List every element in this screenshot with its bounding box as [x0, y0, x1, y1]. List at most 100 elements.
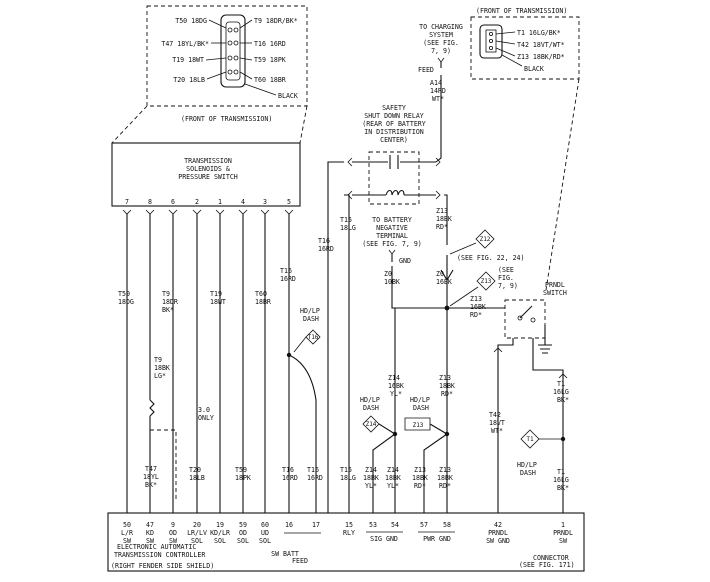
z12-splice: Z12 (SEE FIG. 22, 24): [449, 229, 525, 262]
label-t9: T9: [162, 290, 170, 298]
label-t1-mid: T1: [557, 380, 565, 388]
svg-text:HD/LP: HD/LP: [517, 461, 537, 469]
svg-text:Z14: Z14: [365, 466, 377, 474]
svg-text:RD*: RD*: [470, 311, 482, 319]
controller-pin-label: SW: [169, 537, 177, 545]
svg-text:RD*: RD*: [436, 223, 448, 231]
controller-pin-15: 15: [345, 521, 353, 529]
transmission-controller: 50L/RSW47KDSW9ODSW20LR/LVSOL19KD/LRSOL59…: [107, 512, 585, 572]
top-connector-detail: T50 18DG T47 18YL/BK* T19 18WT T20 18LB …: [146, 5, 308, 107]
label-t42: T42: [489, 411, 501, 419]
svg-text:16RD: 16RD: [307, 474, 323, 482]
label-t16-top: T16: [318, 237, 330, 245]
svg-text:Z12: Z12: [480, 236, 491, 243]
charging-feed: TO CHARGING SYSTEM (SEE FIG. 7, 9) FEED …: [418, 23, 463, 150]
controller-pin-label: LR/LV: [187, 529, 207, 537]
label-t50: T50: [118, 290, 130, 298]
svg-text:18LB: 18LB: [189, 474, 205, 482]
sol-pin-8: 8: [148, 198, 152, 206]
prndl-switch: PRNDL SWITCH: [493, 281, 568, 513]
svg-text:(SEE FIG.: (SEE FIG.: [423, 39, 459, 47]
svg-text:18BK: 18BK: [439, 382, 455, 390]
pwr-gnd: PWR GND: [423, 535, 451, 543]
svg-text:T16: T16: [308, 334, 319, 341]
controller-pin-label: KD: [146, 529, 154, 537]
svg-text:18DG: 18DG: [118, 298, 134, 306]
svg-text:Z13: Z13: [439, 466, 451, 474]
svg-text:BK*: BK*: [557, 396, 569, 404]
controller-pin-label: SW: [123, 537, 131, 545]
controller-pin-60: 60: [261, 521, 269, 529]
batt-feed-2: FEED: [292, 557, 308, 565]
controller-pin-label: KD/LR: [210, 529, 230, 537]
batt-feed-1: SW BATT: [271, 550, 299, 558]
svg-text:BK*: BK*: [162, 306, 174, 314]
svg-text:BK*: BK*: [145, 481, 157, 489]
sol-pin-1: 1: [218, 198, 222, 206]
svg-text:DASH: DASH: [520, 469, 536, 477]
top-connector-color: BLACK: [278, 92, 298, 100]
label-t16b: T16: [307, 466, 319, 474]
svg-text:T1: T1: [526, 436, 534, 443]
svg-text:18DR: 18DR: [162, 298, 178, 306]
svg-text:SWITCH: SWITCH: [543, 289, 567, 297]
svg-text:14RD: 14RD: [430, 87, 446, 95]
svg-text:WT*: WT*: [432, 95, 444, 103]
svg-text:NEGATIVE: NEGATIVE: [376, 224, 408, 232]
upper-wire-labels: T50 18DG T9 18DR BK* T9 18BK LG* T19 18W…: [118, 267, 296, 380]
svg-text:18BK: 18BK: [412, 474, 428, 482]
svg-text:TO CHARGING: TO CHARGING: [419, 23, 463, 31]
controller-pin-54: 54: [391, 521, 399, 529]
controller-pin-17: 17: [312, 521, 320, 529]
svg-text:18BK: 18BK: [437, 474, 453, 482]
lower-z-labels: Z14 18BK YL* Z14 18BK YL* Z13 18BK RD* Z…: [363, 466, 453, 490]
label-z13-mid: Z13: [470, 295, 482, 303]
svg-text:16LG: 16LG: [553, 476, 569, 484]
label-z0: Z0: [384, 270, 392, 278]
controller-pin-label: SOL: [191, 537, 203, 545]
controller-pin-58: 58: [443, 521, 451, 529]
controller-pin-16: 16: [285, 521, 293, 529]
svg-text:GND: GND: [399, 257, 411, 265]
controller-pin-label: SW: [146, 537, 154, 545]
label-t9b: T9: [154, 356, 162, 364]
solenoid-pin-chevrons: [122, 209, 294, 215]
svg-text:FEED: FEED: [418, 66, 434, 74]
controller-pin-9: 9: [171, 521, 175, 529]
svg-text:16BK: 16BK: [436, 278, 452, 286]
svg-text:T42 18VT/WT*: T42 18VT/WT*: [517, 41, 565, 49]
svg-text:A14: A14: [430, 79, 442, 87]
hdlp-dash-1: HD/LP: [300, 307, 320, 315]
top-connector-caption: (FRONT OF TRANSMISSION): [181, 115, 272, 123]
svg-text:Z14: Z14: [366, 421, 377, 428]
label-t47: T47: [145, 465, 157, 473]
controller-pin-label: SOL: [214, 537, 226, 545]
svg-text:BLACK: BLACK: [524, 65, 544, 73]
solenoid-title-3: PRESSURE SWITCH: [178, 173, 238, 181]
svg-text:(FRONT OF TRANSMISSION): (FRONT OF TRANSMISSION): [476, 7, 567, 15]
svg-text:18LG: 18LG: [340, 474, 356, 482]
svg-text:YL*: YL*: [365, 482, 377, 490]
controller-pin-label: PRNDL: [553, 529, 573, 537]
controller-pin-20: 20: [193, 521, 201, 529]
svg-text:18BK: 18BK: [436, 215, 452, 223]
svg-text:18BK: 18BK: [385, 474, 401, 482]
controller-title-1: ELECTRONIC AUTOMATIC: [117, 543, 196, 551]
svg-text:T1 16LG/BK*: T1 16LG/BK*: [517, 29, 561, 37]
svg-text:BK*: BK*: [557, 484, 569, 492]
svg-text:TO BATTERY: TO BATTERY: [372, 216, 412, 224]
svg-text:18VT: 18VT: [489, 419, 505, 427]
right-connector-detail: (FRONT OF TRANSMISSION) T1 16LG/BK* T42 …: [470, 7, 580, 80]
svg-text:Z13: Z13: [413, 422, 424, 429]
top-pin-t9: T9 18DR/BK*: [254, 17, 298, 25]
controller-pin-label: UD: [261, 529, 269, 537]
label-t59: T59: [235, 466, 247, 474]
solenoid-wires: [126, 214, 317, 513]
svg-text:16LG: 16LG: [553, 388, 569, 396]
connector-note-2: (SEE FIG. 171): [519, 561, 575, 569]
t1-splice: T1 HD/LP DASH: [517, 429, 566, 477]
svg-text:SHUT DOWN RELAY: SHUT DOWN RELAY: [364, 112, 424, 120]
solenoid-box: TRANSMISSION SOLENOIDS & PRESSURE SWITCH…: [111, 142, 301, 207]
controller-pin-50: 50: [123, 521, 131, 529]
